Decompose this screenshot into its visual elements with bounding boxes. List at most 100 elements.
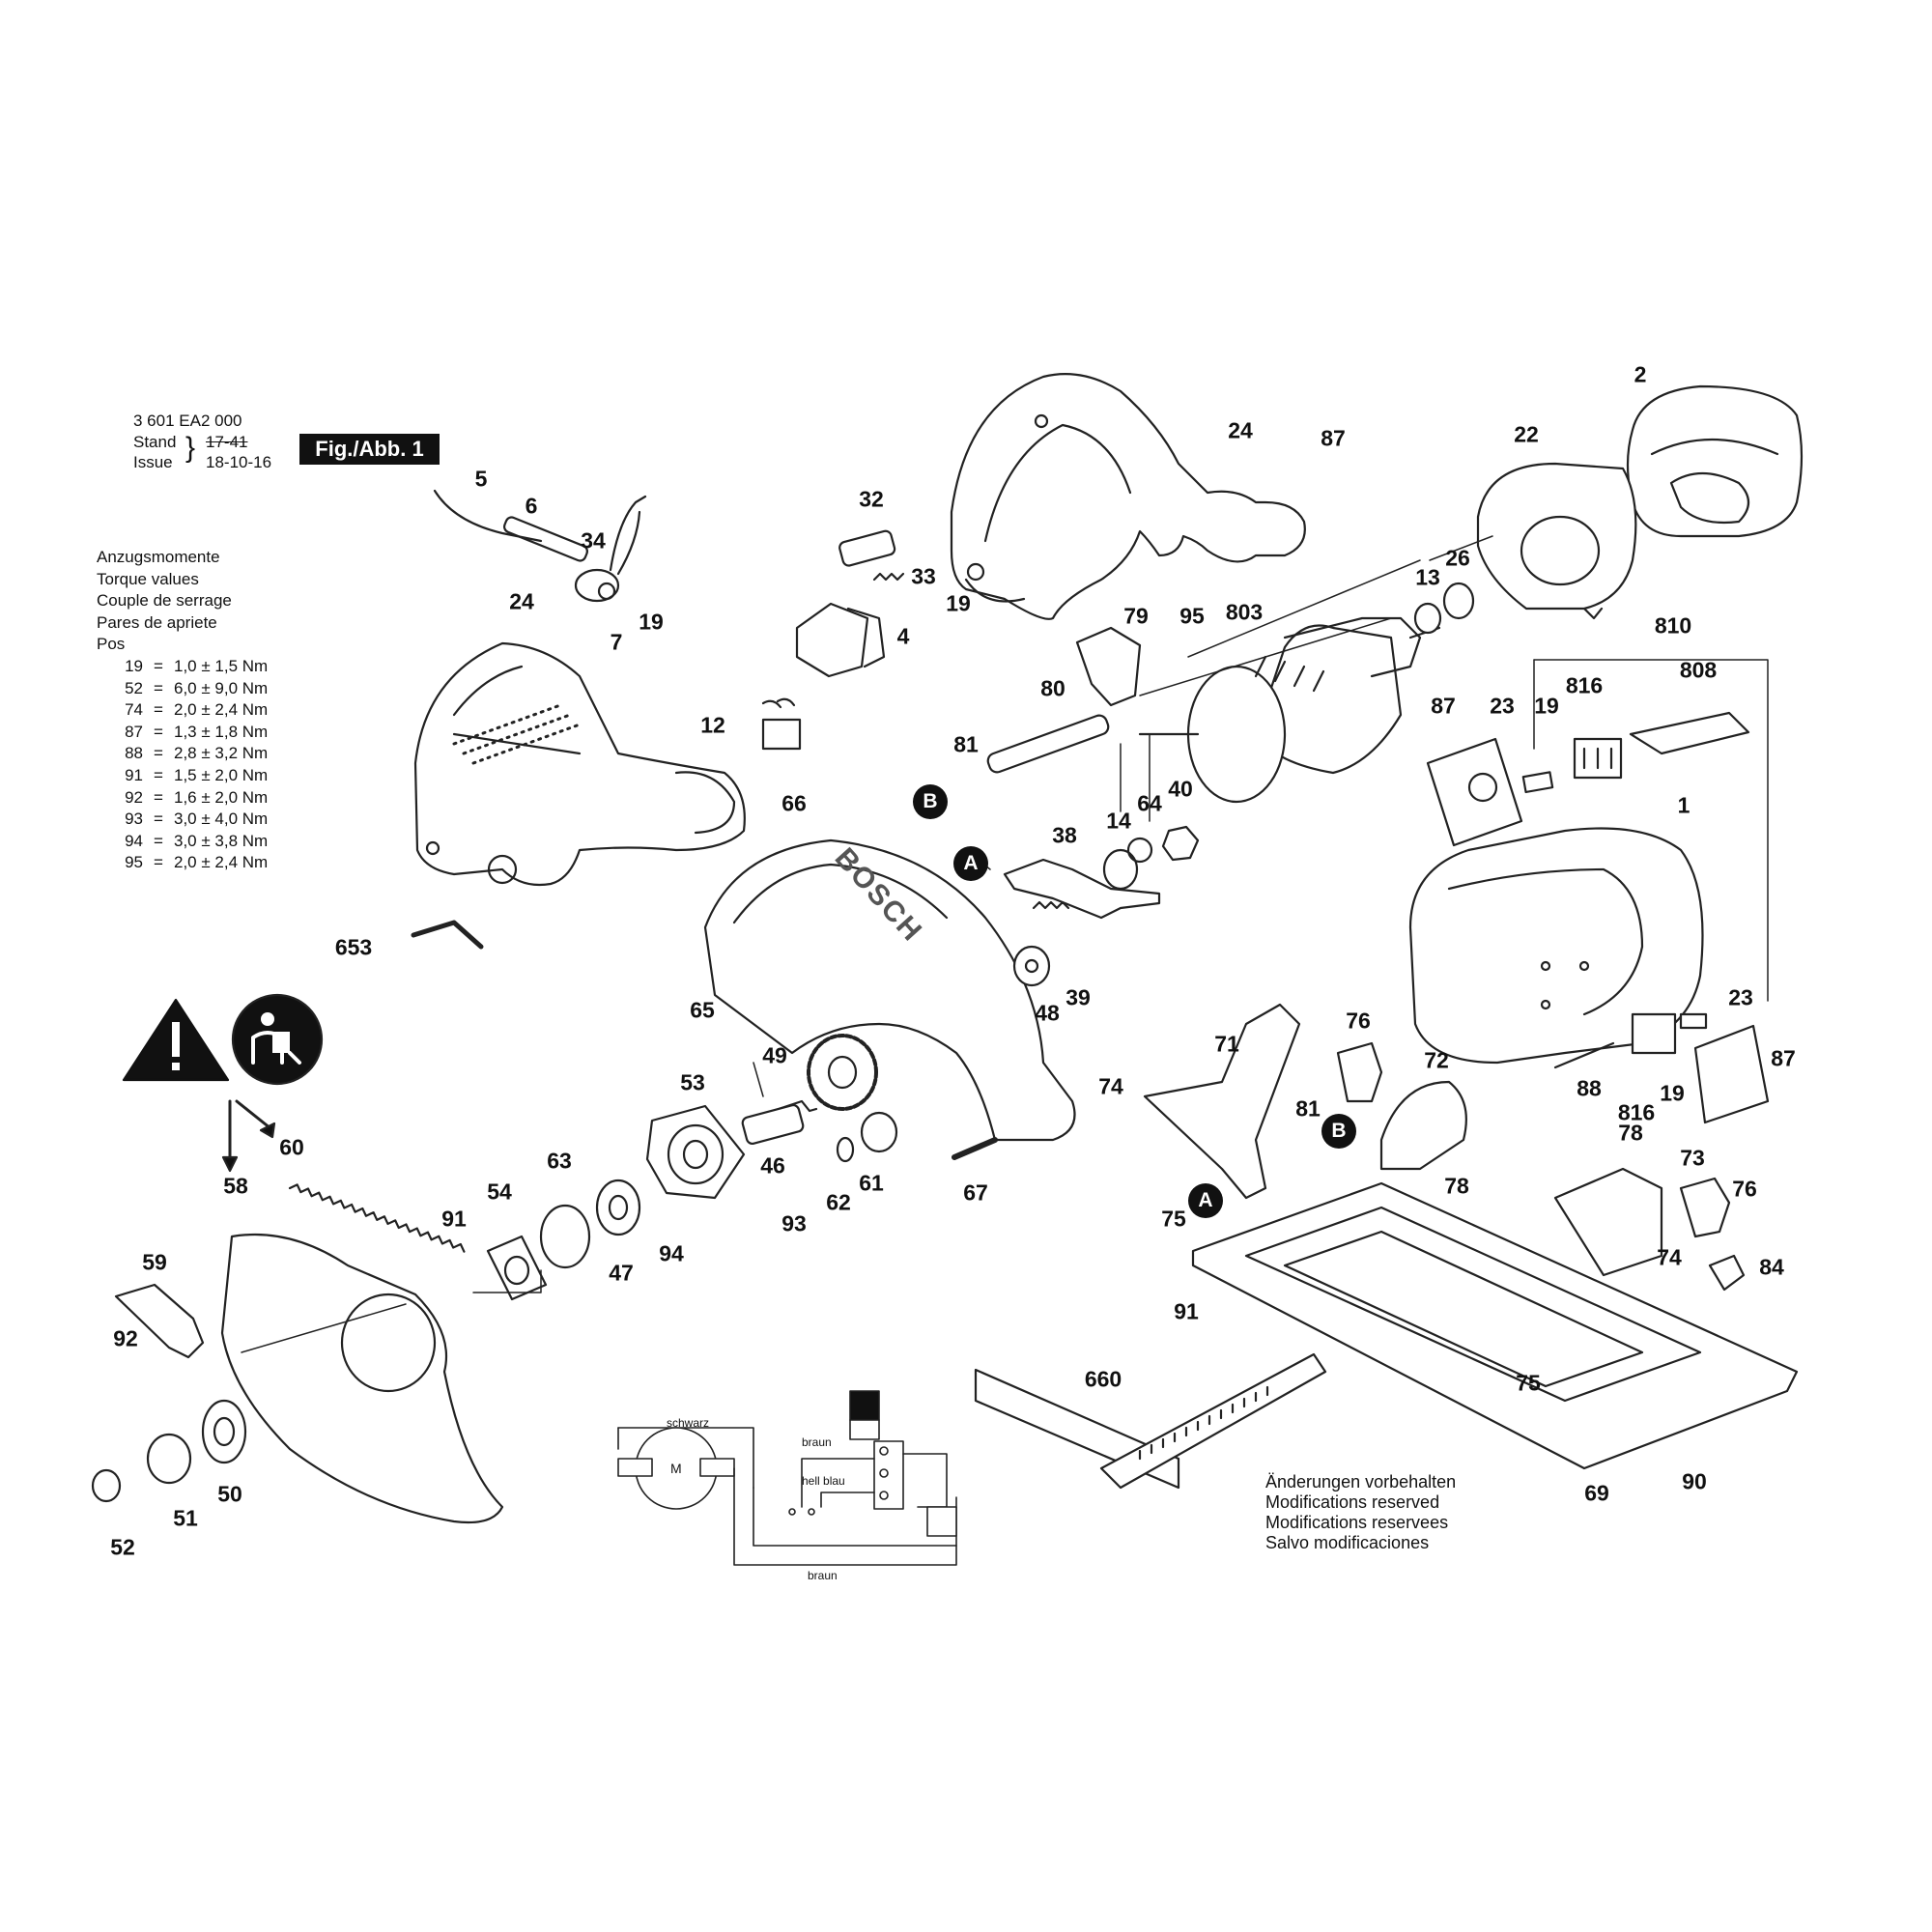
bearing-14	[1102, 848, 1139, 891]
callout-label: 62	[826, 1189, 851, 1215]
torque-table: Anzugsmomente Torque values Couple de se…	[97, 547, 268, 874]
stand-value: 17-41	[206, 433, 248, 451]
callout-label: 87	[1771, 1045, 1796, 1071]
equals-sign: =	[154, 810, 163, 829]
torque-title-pos: Pos	[97, 635, 126, 654]
equals-sign: =	[154, 700, 163, 720]
bearing-47	[595, 1179, 641, 1236]
switch-assembly	[795, 529, 905, 678]
callout-label: 64	[1137, 790, 1162, 816]
lower-blade-guard	[220, 1233, 504, 1524]
flange-50	[201, 1399, 247, 1464]
torque-title-fr: Couple de serrage	[97, 591, 232, 611]
base-plate	[1191, 1181, 1799, 1470]
knob-76	[1679, 1177, 1731, 1238]
torque-row: 19=1,0 ± 1,5 Nm	[97, 656, 268, 678]
parallel-guide	[974, 1352, 1327, 1490]
scale-bracket	[1553, 1167, 1663, 1277]
torque-value: 1,5 ± 2,0 Nm	[174, 765, 269, 784]
torque-value: 2,0 ± 2,4 Nm	[174, 700, 269, 720]
callout-label: 4	[896, 623, 910, 649]
warning-icon	[122, 998, 230, 1082]
callout-label: 22	[1514, 421, 1539, 447]
callout-label: 87	[1431, 693, 1456, 719]
fan-baffle	[1476, 462, 1637, 620]
figure-label: Fig./Abb. 1	[299, 434, 440, 465]
callout-label: 73	[1680, 1145, 1705, 1171]
callout-label: 60	[279, 1134, 304, 1160]
callout-label: 50	[217, 1481, 242, 1507]
torque-title-de: Anzugsmomente	[97, 548, 220, 566]
callout-label: 75	[1516, 1370, 1541, 1396]
torque-value: 6,0 ± 9,0 Nm	[174, 678, 269, 697]
torque-row: 95=2,0 ± 2,4 Nm	[97, 852, 268, 874]
cable-assembly	[433, 489, 647, 603]
callout-label: 66	[781, 790, 807, 816]
torque-value: 1,3 ± 1,8 Nm	[174, 722, 269, 741]
equals-sign: =	[154, 722, 163, 741]
callout-label: 32	[859, 486, 884, 512]
callout-label: 816	[1617, 1099, 1656, 1125]
callout-label: 23	[1490, 693, 1515, 719]
torque-row: 93=3,0 ± 4,0 Nm	[97, 809, 268, 831]
depth-bracket	[1143, 1003, 1301, 1200]
seal-63	[539, 1204, 591, 1269]
torque-pos: 91	[125, 765, 143, 784]
callout-label: 19	[639, 609, 664, 635]
motor-symbol: M	[670, 1461, 682, 1476]
equals-sign: =	[154, 744, 163, 763]
screw-52	[91, 1468, 122, 1503]
read-manual-icon	[231, 993, 324, 1086]
brush-holder-lower	[1631, 1012, 1677, 1055]
callout-label: 76	[1346, 1008, 1371, 1034]
brush-plate-upper	[1426, 737, 1554, 847]
callout-label: 80	[1040, 675, 1065, 701]
torque-row: 74=2,0 ± 2,4 Nm	[97, 699, 268, 722]
callout-label: 19	[1660, 1080, 1685, 1106]
callout-label: 54	[487, 1179, 512, 1205]
callout-label: 95	[1179, 603, 1205, 629]
wire-label-brown-2: braun	[808, 1569, 838, 1582]
callout-label: 92	[113, 1325, 138, 1351]
callout-label: 78	[1444, 1173, 1469, 1199]
callout-label: 71	[1214, 1031, 1239, 1057]
torque-value: 1,6 ± 2,0 Nm	[174, 787, 269, 807]
callout-label: 39	[1065, 984, 1091, 1010]
lever-and-shaft	[986, 626, 1142, 774]
callout-label: 5	[474, 466, 488, 492]
wing-nut	[1708, 1254, 1746, 1292]
callout-label: 58	[223, 1173, 248, 1199]
washer-48	[1012, 945, 1051, 987]
armature	[1138, 616, 1441, 804]
callout-label: 93	[781, 1210, 807, 1236]
note-fr: Modifications reservees	[1265, 1513, 1449, 1532]
reference-marker-b: B	[913, 784, 948, 819]
callout-label: 12	[700, 712, 725, 738]
wire-label-brown-1: braun	[802, 1435, 832, 1449]
torque-row: 94=3,0 ± 3,8 Nm	[97, 831, 268, 853]
bearing-flange	[645, 1104, 746, 1200]
reference-marker-a: A	[953, 846, 988, 881]
equals-sign: =	[154, 853, 163, 872]
torque-row: 88=2,8 ± 3,2 Nm	[97, 743, 268, 765]
callout-label: 79	[1123, 603, 1149, 629]
lever-59	[114, 1283, 205, 1359]
callout-label: 46	[760, 1152, 785, 1179]
ring-26	[1442, 582, 1475, 620]
callout-label: 65	[690, 997, 715, 1023]
callout-label: 48	[1035, 1000, 1060, 1026]
callout-label: 91	[441, 1206, 467, 1232]
callout-label: 803	[1225, 599, 1264, 625]
callout-label: 14	[1106, 808, 1131, 834]
flange-51	[146, 1433, 192, 1485]
torque-pos: 94	[125, 831, 143, 850]
issue-label: Issue	[133, 453, 173, 471]
callout-label: 61	[859, 1170, 884, 1196]
doc-number: 3 601 EA2 000	[133, 412, 242, 430]
callout-label: 72	[1424, 1047, 1449, 1073]
bushing-62	[836, 1136, 855, 1163]
torque-pos: 19	[125, 656, 143, 675]
screw-88	[1553, 1041, 1615, 1069]
capacitor	[761, 718, 802, 751]
